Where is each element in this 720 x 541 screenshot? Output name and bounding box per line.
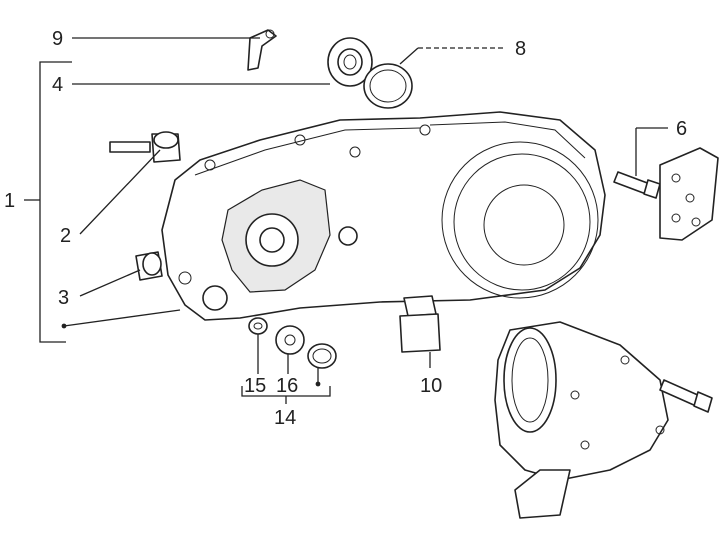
washer-part-15 — [248, 317, 268, 335]
circlip-part-8 — [363, 63, 413, 109]
callout-9: 9 — [52, 28, 63, 50]
callout-10: 10 — [420, 375, 442, 397]
callout-4: 4 — [52, 74, 63, 96]
air-duct-cover — [494, 321, 669, 519]
gear-part-16 — [275, 325, 305, 355]
connector-block-part — [659, 147, 719, 241]
callout-6: 6 — [676, 118, 687, 140]
callout-14: 14 — [274, 407, 296, 429]
leader-lines — [24, 37, 668, 404]
sponge-block-part-10 — [399, 295, 441, 353]
callout-2: 2 — [60, 225, 71, 247]
bearing-part-4 — [327, 37, 373, 87]
callout-8: 8 — [515, 38, 526, 60]
screw-long-part — [659, 379, 713, 413]
dowel-pin-part-2 — [109, 131, 181, 163]
bushing-part-3 — [135, 251, 163, 281]
callout-16: 16 — [276, 375, 298, 397]
bracket-part-9 — [247, 29, 277, 71]
cap-part — [307, 343, 337, 369]
callout-labels: 1 2 3 4 6 8 9 10 14 15 16 — [4, 28, 687, 429]
transmission-cover — [161, 111, 606, 321]
callout-15: 15 — [244, 375, 266, 397]
callout-3: 3 — [58, 287, 69, 309]
callout-1: 1 — [4, 190, 15, 212]
screw-part-6 — [613, 171, 661, 199]
